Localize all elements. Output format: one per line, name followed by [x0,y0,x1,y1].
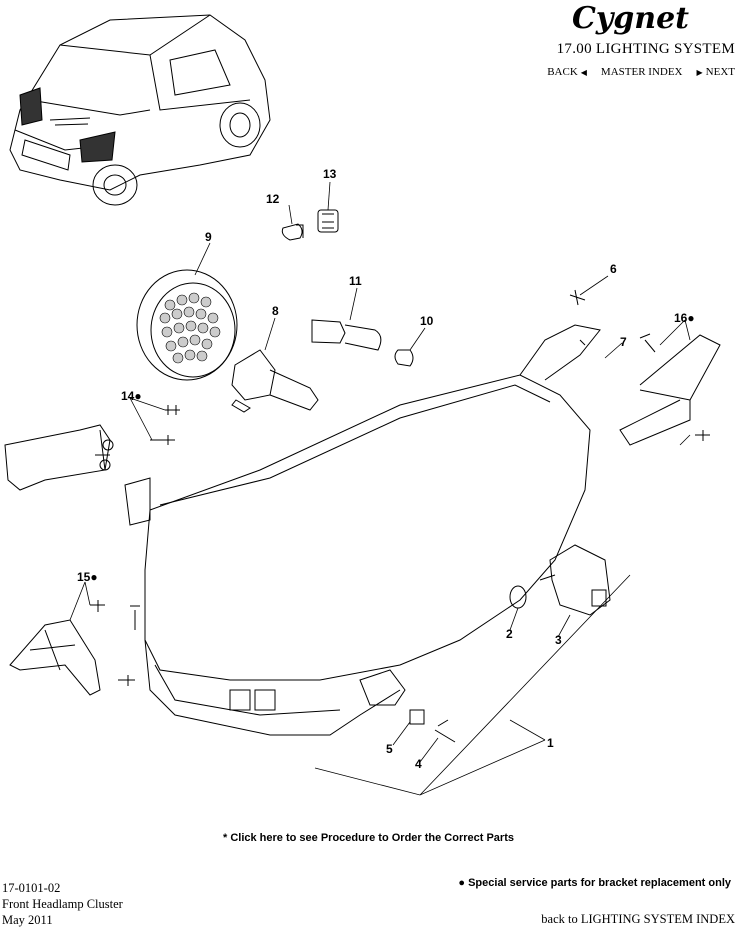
bracket-16 [619,334,721,446]
section-title: 17.00 LIGHTING SYSTEM [556,41,735,57]
callout-4: 4 [415,757,422,771]
next-arrow-icon: ▶ [696,67,703,77]
order-procedure-link[interactable]: * Click here to see Procedure to Order t… [223,832,514,844]
callout-10: 10 [420,314,434,328]
next-label: NEXT [705,66,735,78]
screws [90,289,710,743]
callout-6: 6 [610,262,617,276]
callout-8: 8 [272,304,279,318]
logo-lettering: Cygnet [572,1,689,36]
callout-15: 15● [77,570,98,584]
bullet-icon: ● [90,570,98,584]
footer-info: 17-0101-02 Front Headlamp Cluster May 20… [2,880,123,928]
bulb-11 [311,319,382,351]
callout-9: 9 [205,230,212,244]
callout-11: 11 [349,274,362,288]
bulb-8 [231,349,319,413]
clip-5 [409,709,425,725]
bullet-icon: ● [134,389,142,403]
master-index-link[interactable]: MASTER INDEX [601,66,683,78]
back-arrow-icon: ◀ [580,67,587,77]
bullet-icon: ● [458,877,466,889]
callout-16-label: 16 [674,311,688,325]
bulb-10 [394,349,414,367]
back-label: BACK [547,66,578,78]
special-parts-note-text: Special service parts for bracket replac… [468,877,731,889]
bullet-icon: ● [687,311,695,325]
page-code: 17-0101-02 [2,881,61,895]
callout-14: 14● [121,389,142,403]
callout-2: 2 [506,627,513,641]
bulb-holder-13 [317,209,339,233]
page-date: May 2011 [2,913,53,927]
back-to-index-link[interactable]: back to LIGHTING SYSTEM INDEX [541,912,735,926]
callout-14-label: 14 [121,389,135,403]
master-index-label: MASTER INDEX [600,66,683,78]
o-ring-2 [509,585,527,609]
cygnet-logo: Cygnet [572,1,689,36]
back-link[interactable]: BACK◀ [547,66,587,78]
next-link[interactable]: ▶NEXT [697,66,735,78]
special-parts-note: ● Special service parts for bracket repl… [458,877,731,889]
callout-12: 12 [266,192,280,206]
callout-3: 3 [555,633,562,647]
page-title: Front Headlamp Cluster [2,897,123,911]
lamp-cover-9 [136,269,238,381]
bracket-14 [4,424,114,491]
levelling-motor-3 [539,544,611,616]
headlamp-assembly-1 [124,324,601,736]
callout-5: 5 [386,742,393,756]
callout-13: 13 [323,167,337,181]
navigation-bar: BACK◀ MASTER INDEX ▶NEXT [547,66,735,78]
callout-1: 1 [547,736,554,750]
callout-7: 7 [620,335,627,349]
bulb-12 [281,223,304,241]
car-illustration [9,14,271,206]
callout-15-label: 15 [77,570,91,584]
callout-16: 16● [674,311,695,325]
leader-lines [69,181,691,796]
bracket-15 [9,619,101,696]
